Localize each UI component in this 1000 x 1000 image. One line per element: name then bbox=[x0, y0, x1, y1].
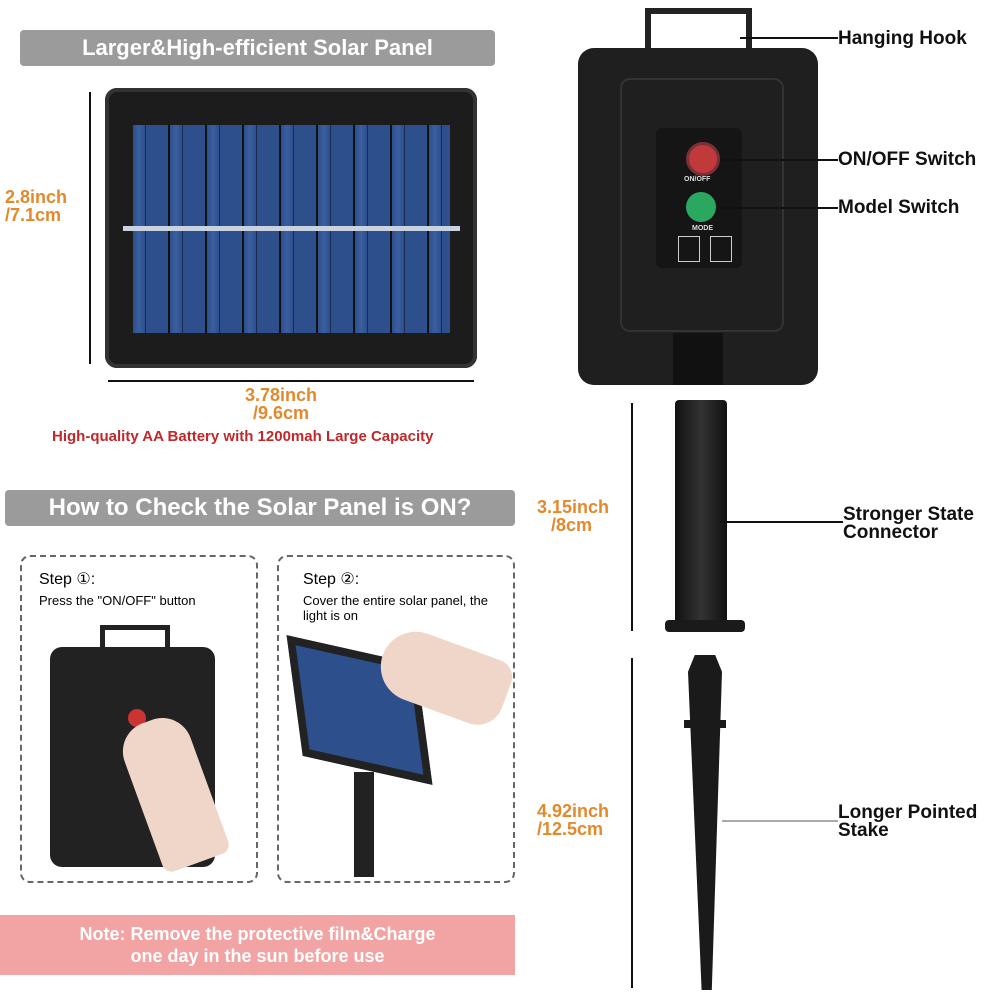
solar-panel-image bbox=[105, 88, 477, 368]
hanging-hook-image bbox=[645, 8, 752, 64]
connector-arrow bbox=[631, 403, 633, 631]
width-arrow bbox=[108, 380, 474, 382]
stake-image bbox=[688, 655, 722, 990]
mode-button[interactable] bbox=[686, 192, 716, 222]
hanging-hook-label: Hanging Hook bbox=[838, 28, 967, 49]
battery-note: High-quality AA Battery with 1200mah Lar… bbox=[52, 428, 434, 445]
note-box: Note: Remove the protective film&Charge … bbox=[0, 915, 515, 975]
connector-dimension: 3.15inch/8cm bbox=[537, 498, 609, 534]
onoff-text: ON/OFF bbox=[684, 176, 711, 183]
connector-label-1: Stronger State bbox=[843, 504, 974, 525]
battery-box-image: ON/OFF MODE bbox=[578, 48, 818, 385]
width-dimension: 3.78inch/9.6cm bbox=[245, 386, 317, 422]
stake-label-1: Longer Pointed bbox=[838, 802, 978, 823]
height-inch: 2.8inch bbox=[5, 187, 68, 207]
mode-text: MODE bbox=[692, 225, 713, 232]
stake-inch: 4.92inch bbox=[537, 801, 610, 821]
note-line-1: Note: Remove the protective film&Charge bbox=[79, 924, 436, 944]
height-cm: /7.1cm bbox=[5, 205, 62, 225]
connector-inch: 3.15inch bbox=[537, 497, 610, 517]
check-title: How to Check the Solar Panel is ON? bbox=[5, 490, 515, 526]
note-line-2: one day in the sun before use bbox=[130, 946, 385, 966]
controller-image bbox=[50, 625, 232, 875]
step-1-title: Step ①: bbox=[39, 571, 96, 588]
step-1-card: Step ①: Press the "ON/OFF" button bbox=[20, 555, 258, 883]
stake-cm: /12.5cm bbox=[537, 819, 604, 839]
connector-label-2: Connector bbox=[843, 522, 938, 543]
width-inch: 3.78inch bbox=[245, 385, 318, 405]
height-arrow bbox=[89, 92, 91, 364]
stake-arrow bbox=[631, 658, 633, 988]
stake-dimension: 4.92inch/12.5cm bbox=[537, 802, 609, 838]
step-2-card: Step ②: Cover the entire solar panel, th… bbox=[277, 555, 518, 883]
onoff-button[interactable] bbox=[686, 142, 720, 176]
step-1-text: Press the "ON/OFF" button bbox=[39, 593, 196, 608]
step-2-title: Step ②: bbox=[303, 571, 360, 588]
width-cm: /9.6cm bbox=[253, 403, 310, 423]
step-2-text: Cover the entire solar panel, the light … bbox=[303, 593, 488, 623]
connector-cm: /8cm bbox=[551, 515, 593, 535]
panel-title: Larger&High-efficient Solar Panel bbox=[20, 30, 495, 66]
onoff-switch-label: ON/OFF Switch bbox=[838, 149, 977, 170]
model-switch-label: Model Switch bbox=[838, 197, 960, 218]
connector-image bbox=[675, 400, 727, 625]
height-dimension: 2.8inch/7.1cm bbox=[5, 188, 67, 224]
stake-label-2: Stake bbox=[838, 820, 889, 841]
